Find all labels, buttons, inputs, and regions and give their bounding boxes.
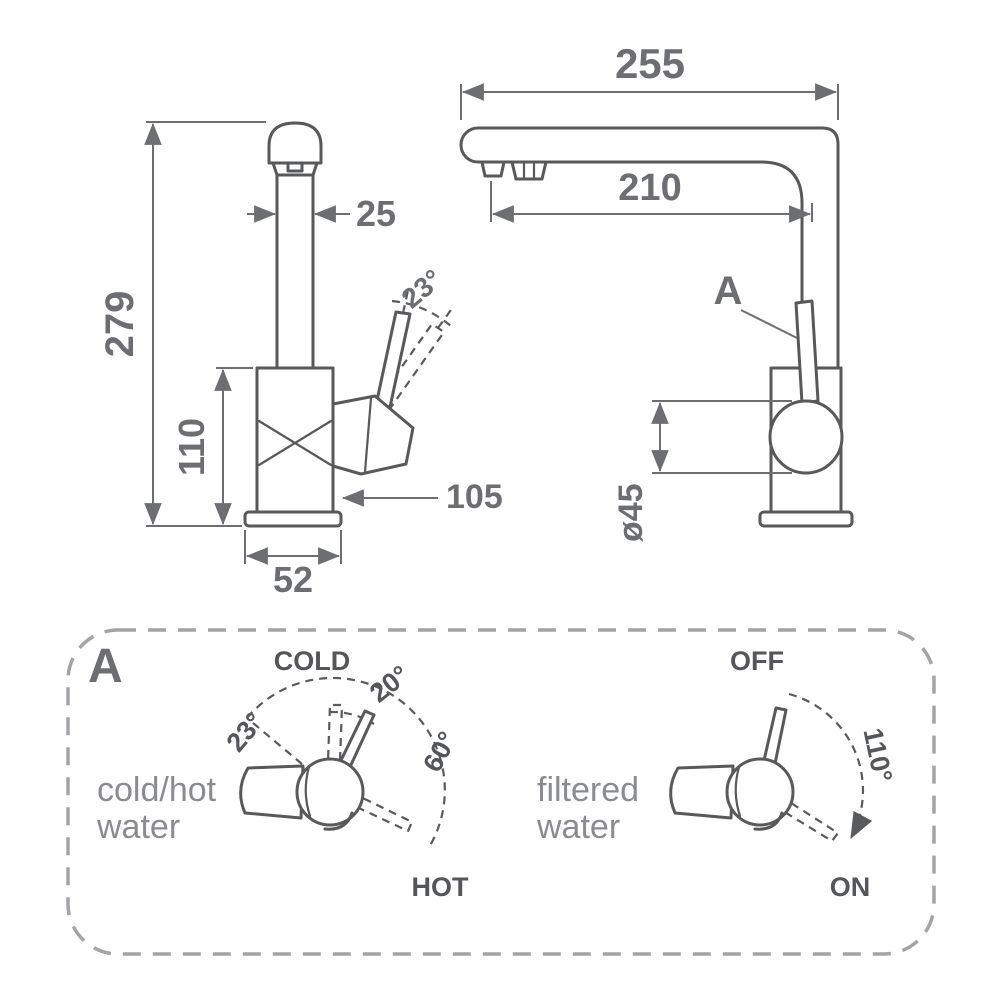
aerator-outlet bbox=[480, 160, 506, 178]
dim-handle-105: 105 bbox=[341, 478, 503, 516]
mixer-hub bbox=[295, 757, 365, 827]
aerator-notch bbox=[286, 161, 304, 173]
faucet-body bbox=[255, 366, 335, 514]
filter-caption-line1: filtered bbox=[537, 771, 639, 809]
dim-diameter-45: ø45 bbox=[612, 400, 792, 542]
filter-outlet bbox=[510, 160, 548, 181]
angle-20-label: 20° bbox=[364, 660, 415, 709]
extension-lines bbox=[490, 181, 813, 222]
mixer-illustration: COLD HOT 20° 60° 23° cold/hot water bbox=[96, 646, 469, 902]
handle-lever bbox=[374, 310, 412, 409]
filter-hub-line bbox=[734, 765, 742, 818]
extension-lines bbox=[460, 84, 839, 120]
hot-label: HOT bbox=[412, 872, 470, 902]
mixer-caption-line2: water bbox=[96, 808, 180, 846]
handle-lever-side bbox=[794, 299, 820, 405]
mixer-pipe bbox=[239, 764, 305, 820]
spout-cap bbox=[267, 121, 323, 165]
dim-210-label: 210 bbox=[618, 167, 681, 209]
side-view: 255 210 A ø45 bbox=[459, 40, 854, 542]
extension-lines bbox=[146, 121, 266, 527]
base-flange bbox=[243, 510, 343, 528]
dim-spout-210: 210 bbox=[490, 167, 813, 223]
mixer-arc-outer bbox=[246, 676, 446, 850]
detail-panel: A COLD HOT 20° 60° 23° cold/hot water bbox=[66, 628, 936, 956]
panel-border bbox=[66, 628, 936, 956]
angle-60-label: 60° bbox=[417, 727, 463, 777]
detail-ref-label: A bbox=[714, 269, 743, 313]
dim-105-label: 105 bbox=[446, 478, 503, 516]
extension-lines bbox=[244, 530, 342, 564]
mixer-hub-line bbox=[304, 765, 312, 818]
handle-mount bbox=[331, 394, 415, 476]
dim-279-label: 279 bbox=[98, 291, 142, 358]
handle-hub bbox=[768, 399, 844, 475]
dim-25-label: 25 bbox=[356, 193, 396, 234]
filter-arc bbox=[788, 692, 873, 840]
dim-255-label: 255 bbox=[615, 40, 685, 87]
filter-caption-line2: water bbox=[536, 808, 620, 846]
mixer-spout-stub bbox=[323, 811, 354, 831]
dim-110-label: 110 bbox=[171, 418, 212, 476]
dim-base-52: 52 bbox=[244, 530, 342, 600]
spout-profile bbox=[459, 126, 840, 370]
handle-rotation-arc bbox=[391, 299, 454, 329]
spout-pipe bbox=[275, 173, 315, 370]
angle-radial-dashed bbox=[246, 717, 303, 765]
handle-lever-alt-dashed bbox=[375, 322, 446, 412]
front-view: 279 110 25 23° 105 52 bbox=[98, 121, 503, 600]
handle-angle-extension-lines bbox=[401, 285, 454, 329]
dim-body-110: 110 bbox=[171, 367, 253, 526]
angle-110-label: 110° bbox=[857, 725, 898, 784]
extension-lines bbox=[652, 400, 792, 474]
angle-23-panel-label: 23° bbox=[220, 707, 269, 758]
outlet-ticks bbox=[522, 161, 536, 180]
filter-spout-stub bbox=[753, 811, 784, 831]
dim-52-label: 52 bbox=[273, 559, 313, 600]
dim-45-label: ø45 bbox=[612, 483, 650, 542]
off-label: OFF bbox=[730, 646, 784, 676]
cold-label: COLD bbox=[274, 646, 351, 676]
body-joint-lines bbox=[257, 419, 333, 467]
leader-line bbox=[740, 309, 798, 339]
filter-illustration: OFF ON 110° filtered water bbox=[536, 646, 898, 902]
panel-label: A bbox=[88, 640, 123, 693]
dim-height-279: 279 bbox=[98, 121, 266, 527]
dim-width-25: 25 bbox=[247, 193, 396, 234]
dim-reach-255: 255 bbox=[460, 40, 839, 120]
mixer-caption-line1: cold/hot bbox=[97, 771, 217, 809]
filter-hub bbox=[725, 757, 795, 827]
on-label: ON bbox=[830, 872, 871, 902]
detail-reference: A bbox=[714, 269, 798, 339]
base-flange-side bbox=[758, 510, 854, 528]
filter-pipe bbox=[669, 764, 735, 820]
handle-mount-facet bbox=[363, 396, 373, 474]
